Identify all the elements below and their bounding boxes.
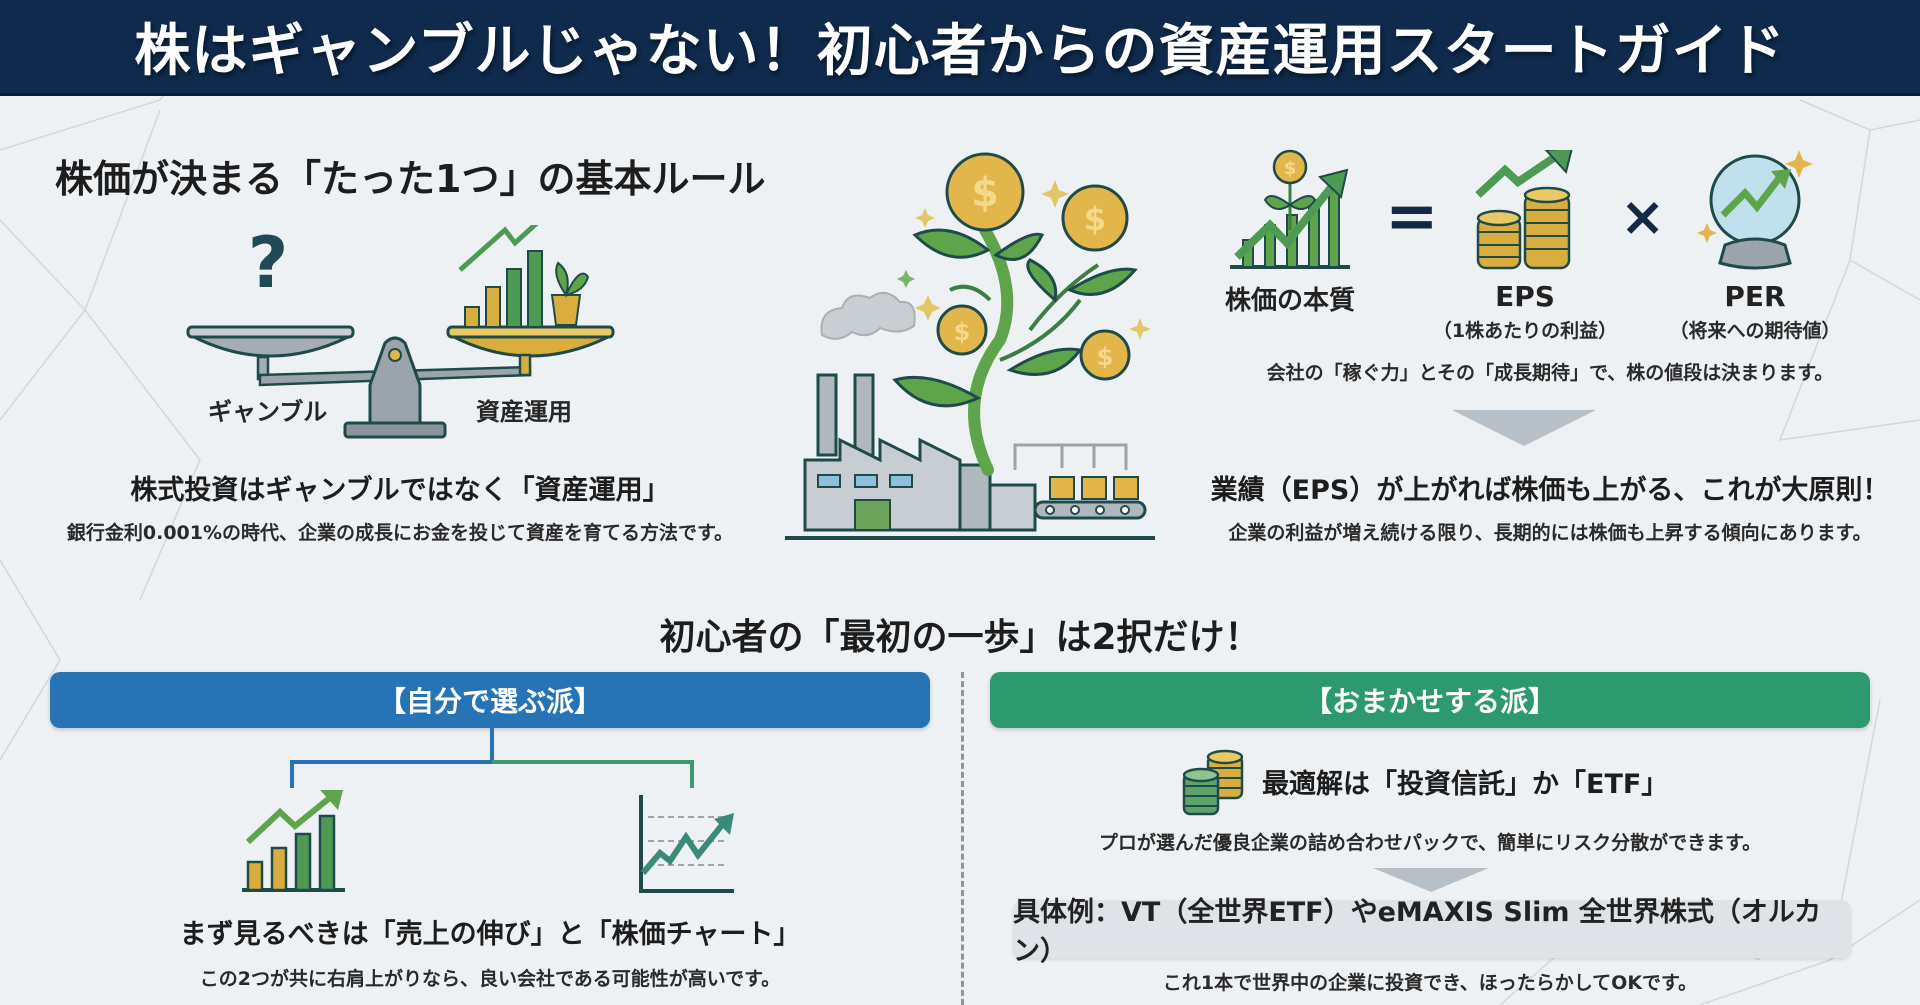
self-select-headline: まず見るべきは「売上の伸び」と「株価チャート」: [179, 919, 801, 950]
stock-essence-label: 株価の本質: [1224, 286, 1355, 316]
rule-section-title: 株価が決まる「たった1つ」の基本ルール: [55, 157, 766, 201]
svg-text:$: $: [1084, 200, 1106, 238]
down-arrow-icon: [1452, 410, 1596, 446]
eps-sublabel: （1株あたりの利益）: [1432, 320, 1618, 342]
section-divider: [961, 672, 964, 1005]
asset-management-label: 資産運用: [476, 398, 572, 426]
svg-text:$: $: [1284, 158, 1297, 179]
delegate-headline: 最適解は「投資信託」か「ETF」: [1262, 769, 1669, 800]
sales-bar-chart-icon: [242, 790, 345, 892]
rule-subtext: 銀行金利0.001%の時代、企業の成長にお金を投じて資産を育てる方法です。: [66, 522, 734, 544]
svg-text:$: $: [971, 170, 999, 216]
question-mark-icon: ?: [248, 225, 289, 304]
eps-label: EPS: [1495, 280, 1555, 313]
crystal-ball-icon: [1697, 150, 1813, 270]
coin-stack-arrow-icon: [1475, 150, 1573, 270]
page-header: 株はギャンブルじゃない！初心者からの資産運用スタートガイド: [0, 0, 1920, 96]
self-select-banner: 【自分で選ぶ派】: [50, 672, 930, 728]
self-select-subtext: この2つが共に右肩上がりなら、良い会社である可能性が高いです。: [199, 968, 781, 990]
stock-line-chart-icon: [639, 795, 734, 893]
rule-headline: 株式投資はギャンブルではなく「資産運用」: [130, 475, 670, 506]
delegate-subtext: プロが選んだ優良企業の詰め合わせパックで、簡単にリスク分散ができます。: [1098, 832, 1762, 854]
balance-scale-icon: ?: [186, 225, 615, 439]
example-box: 具体例：VT（全世界ETF）やeMAXIS Slim 全世界株式（オルカン）: [1013, 897, 1851, 967]
stock-growth-plant-icon: $: [1230, 149, 1350, 269]
gamble-label: ギャンブル: [208, 398, 328, 426]
svg-text:$: $: [1097, 343, 1114, 371]
down-arrow-small-icon: [1373, 868, 1489, 892]
factory-money-tree-icon: $ $ $ $: [785, 152, 1155, 540]
equals-sign: =: [1385, 180, 1439, 254]
svg-text:$: $: [954, 318, 971, 346]
per-sublabel: （将来への期待値）: [1669, 320, 1841, 342]
formula-headline: 業績（EPS）が上がれば株価も上がる、これが大原則！: [1210, 475, 1890, 506]
per-label: PER: [1724, 280, 1786, 313]
tree-connector: [290, 728, 694, 788]
multiply-sign: ×: [1620, 185, 1666, 248]
delegate-banner: 【おまかせする派】: [990, 672, 1870, 728]
coin-stacks-icon: [1182, 749, 1244, 816]
page-title: 株はギャンブルじゃない！初心者からの資産運用スタートガイド: [134, 19, 1786, 84]
formula-subtext: 企業の利益が増え続ける限り、長期的には株価も上昇する傾向にあります。: [1228, 522, 1872, 544]
first-step-title: 初心者の「最初の一歩」は2択だけ！: [659, 617, 1261, 658]
formula-caption: 会社の「稼ぐ力」とその「成長期待」で、株の値段は決まります。: [1266, 362, 1834, 384]
delegate-footer: これ1本で世界中の企業に投資でき、ほったらかしてOKです。: [1162, 972, 1698, 994]
